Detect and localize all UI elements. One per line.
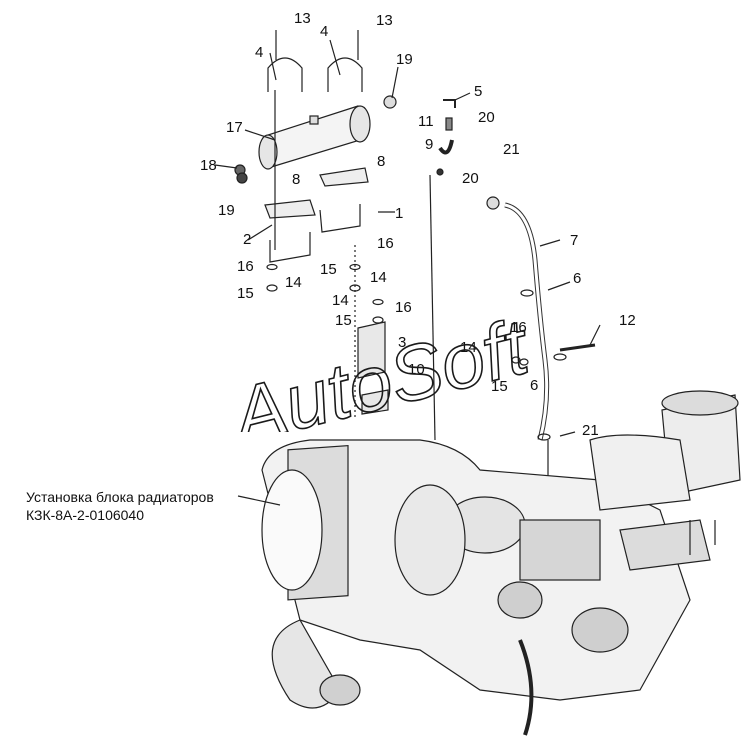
mount-bracket-1 [319, 204, 361, 233]
clamp-21-bottom [537, 433, 551, 441]
part-label: 14 [460, 339, 477, 356]
part-label: 21 [503, 141, 520, 158]
part-label: 9 [425, 136, 434, 153]
part-label: 4 [255, 44, 264, 61]
part-label: 11 [418, 113, 434, 130]
u-clamp-right [327, 57, 363, 92]
part-label: 14 [332, 292, 349, 309]
bracket-10 [361, 389, 389, 415]
washer-19 [236, 172, 248, 184]
caption-line-2: КЗК-8А-2-0106040 [26, 507, 145, 523]
part-label: 16 [395, 299, 412, 316]
part-label: 6 [530, 377, 539, 394]
part-label: 15 [335, 312, 352, 329]
part-label: 21 [582, 422, 599, 439]
part-label: 14 [370, 269, 387, 286]
mount-bracket-2 [269, 232, 311, 263]
part-label: 13 [294, 10, 311, 27]
autosoft-watermark: AutoSoft [222, 301, 540, 432]
part-label: 13 [376, 12, 393, 29]
u-clamp-left [267, 57, 303, 92]
part-label: 15 [237, 285, 254, 302]
receiver-tank [262, 105, 366, 169]
receiver-end-cap [258, 134, 278, 170]
part-label: 6 [573, 270, 582, 287]
engine-assembly [261, 439, 711, 736]
caption-line-1: Установка блока радиаторов [26, 489, 214, 505]
part-label: 17 [226, 119, 243, 136]
bracket-3 [357, 321, 386, 379]
part-label: 16 [237, 258, 254, 275]
part-label: 3 [398, 334, 407, 351]
part-label: 7 [570, 232, 579, 249]
part-label: 14 [285, 274, 302, 291]
part-label: 19 [396, 51, 413, 68]
part-label: 12 [619, 312, 636, 329]
part-label: 8 [377, 153, 386, 170]
part-label: 19 [218, 202, 235, 219]
part-label: 16 [377, 235, 394, 252]
part-label: 20 [462, 170, 479, 187]
washer-19-top [383, 95, 397, 109]
part-label: 8 [292, 171, 301, 188]
part-label: 1 [395, 205, 404, 222]
part-label: 18 [200, 157, 217, 174]
part-label: 4 [320, 23, 329, 40]
part-label: 15 [491, 378, 508, 395]
bracket-8-right [319, 167, 369, 187]
part-label: 15 [320, 261, 337, 278]
bracket-8-left [264, 199, 316, 219]
part-label: 16 [510, 319, 527, 336]
part-label: 20 [478, 109, 495, 126]
part-label: 5 [474, 83, 483, 100]
part-label: 10 [408, 361, 425, 378]
assembly-caption: Установка блока радиаторов КЗК-8А-2-0106… [26, 488, 214, 524]
part-label: 2 [243, 231, 252, 248]
air-cleaner [589, 390, 741, 555]
clamp-21-top [486, 196, 500, 210]
watermark-text: AutoSoft [222, 301, 539, 432]
